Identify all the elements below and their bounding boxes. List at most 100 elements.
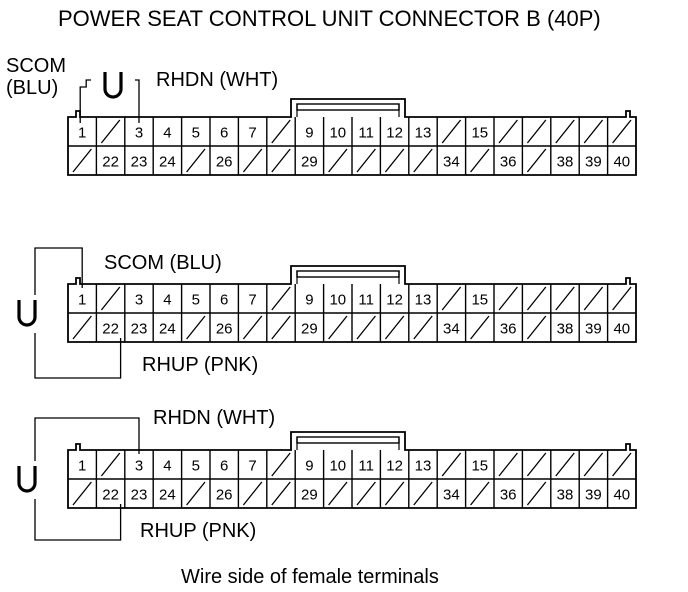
- terminal-number: 24: [159, 321, 176, 338]
- terminal-number: 5: [192, 292, 200, 309]
- diagram-caption: Wire side of female terminals: [181, 566, 439, 588]
- unused-cavity-slash: [242, 315, 263, 340]
- connector-lock-tab: [296, 436, 400, 444]
- terminal-number: 11: [358, 458, 374, 475]
- unused-cavity-slash: [271, 286, 291, 311]
- unused-cavity-slash: [328, 148, 348, 173]
- terminal-number: 39: [585, 154, 602, 171]
- rhdn-probe-wire: [34, 417, 140, 461]
- terminal-number: 11: [358, 292, 374, 309]
- terminal-number: 12: [386, 125, 403, 142]
- rhup-probe-wire: [34, 499, 122, 541]
- terminal-number: 10: [329, 292, 346, 309]
- unused-cavity-slash: [612, 452, 632, 477]
- terminal-number: 29: [301, 154, 318, 171]
- unused-cavity-slash: [498, 452, 518, 477]
- terminal-number: 7: [248, 125, 256, 142]
- connector-outline: [67, 98, 637, 176]
- unused-cavity-slash: [242, 481, 263, 506]
- rhup-probe-wire: [34, 333, 122, 379]
- terminal-number: 6: [220, 458, 228, 475]
- terminal-number: 6: [220, 125, 228, 142]
- terminal-number: 24: [159, 487, 176, 504]
- terminal-number: 26: [216, 154, 233, 171]
- terminal-number: 15: [471, 292, 488, 309]
- terminal-number: 6: [220, 292, 228, 309]
- unused-cavity-slash: [441, 286, 462, 311]
- scom-probe-wire: [79, 79, 91, 123]
- connector-lock-tab: [296, 270, 400, 278]
- terminal-number: 4: [163, 292, 171, 309]
- terminal-number: 13: [415, 458, 432, 475]
- terminal-number: 26: [216, 321, 233, 338]
- terminal-number: 15: [471, 125, 488, 142]
- unused-cavity-slash: [526, 481, 547, 506]
- test-meter-icon: [17, 466, 37, 493]
- unused-cavity-slash: [100, 119, 121, 144]
- unused-cavity-slash: [612, 119, 632, 144]
- unused-cavity-slash: [100, 452, 121, 477]
- unused-cavity-slash: [526, 452, 547, 477]
- terminal-number: 13: [415, 292, 432, 309]
- connector-outline: [67, 265, 637, 343]
- terminal-number: 29: [301, 487, 318, 504]
- terminal-number: 9: [305, 125, 313, 142]
- unused-cavity-slash: [186, 148, 206, 173]
- terminal-number: 39: [585, 487, 602, 504]
- unused-cavity-slash: [271, 119, 291, 144]
- unused-cavity-slash: [583, 119, 604, 144]
- connector-lock-tab: [296, 103, 400, 111]
- terminal-number: 22: [102, 154, 119, 171]
- terminal-number: 11: [358, 125, 374, 142]
- unused-cavity-slash: [186, 481, 206, 506]
- terminal-number: 34: [443, 321, 460, 338]
- unused-cavity-slash: [526, 286, 547, 311]
- unused-cavity-slash: [384, 148, 405, 173]
- rhup-label: RHUP (PNK): [140, 520, 256, 542]
- rhup-label: RHUP (PNK): [142, 354, 258, 376]
- terminal-number: 3: [135, 292, 143, 309]
- unused-cavity-slash: [271, 481, 291, 506]
- terminal-number: 12: [386, 458, 403, 475]
- unused-cavity-slash: [526, 315, 547, 340]
- scom-label: SCOM(BLU): [6, 55, 66, 99]
- terminal-number: 38: [557, 154, 574, 171]
- terminal-number: 13: [415, 125, 432, 142]
- terminal-number: 7: [248, 292, 256, 309]
- rhdn-probe-wire: [135, 79, 140, 123]
- unused-cavity-slash: [498, 119, 518, 144]
- terminal-number: 22: [102, 321, 119, 338]
- scom-label: SCOM (BLU): [104, 252, 222, 274]
- terminal-number: 12: [386, 292, 403, 309]
- terminal-number: 5: [192, 458, 200, 475]
- terminal-number: 1: [78, 458, 86, 475]
- unused-cavity-slash: [100, 286, 121, 311]
- unused-cavity-slash: [555, 286, 575, 311]
- connector-outline: [67, 431, 637, 509]
- unused-cavity-slash: [356, 315, 376, 340]
- unused-cavity-slash: [441, 452, 462, 477]
- unused-cavity-slash: [498, 286, 518, 311]
- unused-cavity-slash: [356, 481, 376, 506]
- unused-cavity-slash: [271, 148, 291, 173]
- terminal-number: 34: [443, 154, 460, 171]
- scom-probe-wire: [34, 247, 83, 295]
- terminal-number: 40: [613, 487, 630, 504]
- unused-cavity-slash: [384, 481, 405, 506]
- unused-cavity-slash: [583, 286, 604, 311]
- terminal-number: 23: [131, 487, 148, 504]
- unused-cavity-slash: [242, 148, 263, 173]
- unused-cavity-slash: [470, 481, 490, 506]
- unused-cavity-slash: [612, 286, 632, 311]
- unused-cavity-slash: [72, 481, 92, 506]
- rhdn-label: RHDN (WHT): [153, 407, 275, 429]
- terminal-number: 3: [135, 458, 143, 475]
- unused-cavity-slash: [555, 452, 575, 477]
- scom-label-line: (BLU): [6, 77, 58, 99]
- terminal-number: 36: [500, 154, 517, 171]
- terminal-number: 29: [301, 321, 318, 338]
- terminal-number: 38: [557, 321, 574, 338]
- unused-cavity-slash: [413, 481, 433, 506]
